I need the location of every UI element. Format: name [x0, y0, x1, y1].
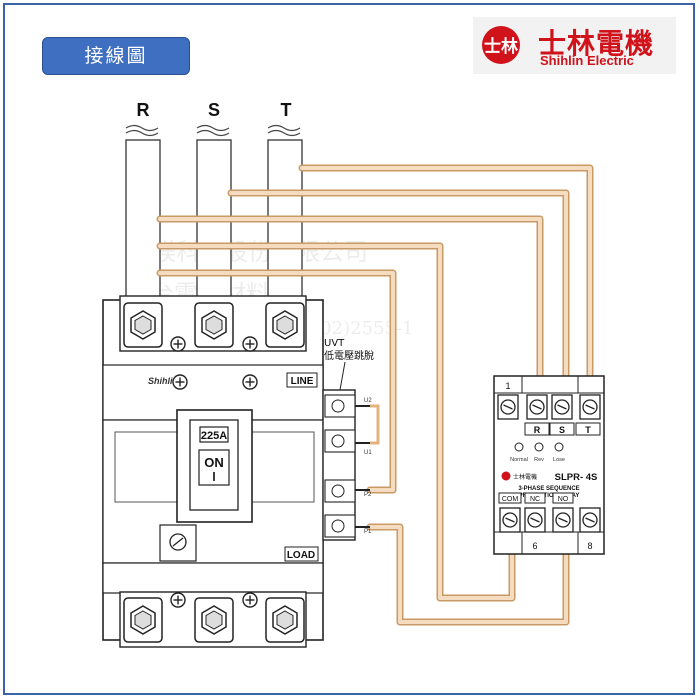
- breaker-brand-label: Shihlin: [148, 376, 178, 386]
- terminal-label-p1: P1: [364, 529, 372, 535]
- cable-r: [125, 139, 161, 301]
- breaker-handle: 225A ON: [176, 409, 253, 523]
- relay-mount-screw-icon: [497, 394, 519, 420]
- brand-name-cn: 士林電機: [538, 27, 655, 60]
- line-terminal-t: [265, 302, 305, 348]
- lose-led-icon: [554, 442, 564, 452]
- relay-terminal-s: [551, 394, 573, 420]
- relay-model: SLPR- 4S: [555, 472, 598, 483]
- line-terminal-r: [123, 302, 163, 348]
- indicator-normal: Normal: [510, 457, 528, 463]
- relay-terminal-t: [579, 394, 601, 420]
- relay-top-label-t: T: [585, 425, 591, 435]
- brand-logo-mark-text: 士林: [484, 36, 518, 57]
- relay-label-no: NO: [558, 496, 569, 503]
- cable-break-marks: [125, 124, 301, 137]
- cover-screw-icon: [242, 374, 258, 390]
- terminal-screw-icon: [170, 592, 186, 608]
- terminal-screw-icon: [242, 592, 258, 608]
- relay-terminal-com: [499, 507, 521, 533]
- normal-led-icon: [514, 442, 524, 452]
- relay-top-label-s: S: [559, 425, 565, 435]
- relay-terminal-number-8: 8: [587, 541, 592, 551]
- terminal-screw-icon: [242, 336, 258, 352]
- load-terminal-s: [194, 597, 234, 643]
- relay-top-label-r: R: [534, 425, 541, 435]
- brand-logo: 士林: [473, 17, 676, 74]
- relay-brand: 士林電機: [513, 473, 537, 481]
- relay-label-nc: NC: [530, 496, 540, 503]
- load-terminal-r: [123, 597, 163, 643]
- uvt-terminal-block: [322, 389, 370, 541]
- cover-screw-icon: [172, 374, 188, 390]
- control-wires: [156, 164, 594, 626]
- relay-terminal-nc: [524, 507, 546, 533]
- brand-name-en: Shihlin Electric: [540, 53, 634, 68]
- terminal-screw-icon: [170, 336, 186, 352]
- relay-terminal-no: [552, 507, 574, 533]
- relay-desc-line1: 3-PHASE SEQUENCE: [518, 486, 579, 492]
- uvt-description: 低電壓跳脫: [324, 349, 374, 362]
- switch-state: ON: [204, 455, 224, 470]
- relay-terminal-r: [526, 394, 548, 420]
- relay-desc-line2: PROTECTION RELAY: [519, 493, 580, 499]
- relay-terminal-number-6: 6: [532, 541, 537, 551]
- relay-label-com: COM: [502, 496, 519, 503]
- phase-label-r: R: [137, 100, 150, 120]
- relay-mount-screw-icon: [579, 507, 601, 533]
- breaker-rating: 225A: [201, 430, 227, 442]
- indicator-lose: Lose: [553, 457, 565, 463]
- terminal-label-u1: U1: [364, 450, 372, 456]
- indicator-rev: Rev: [534, 457, 544, 463]
- line-label: LINE: [291, 376, 314, 387]
- phase-label-t: T: [281, 100, 292, 120]
- uvt-label: UVT: [324, 338, 345, 349]
- relay-brand-icon: [501, 471, 511, 481]
- page-title: 接線圖: [42, 37, 190, 75]
- outer-frame: [3, 3, 695, 695]
- load-terminal-t: [265, 597, 305, 643]
- line-terminal-s: [194, 302, 234, 348]
- terminal-label-u2: U2: [364, 398, 372, 404]
- uvt-jumper: [370, 404, 380, 445]
- phase-label-s: S: [208, 100, 220, 120]
- brand-logo-mark-icon: 士林: [482, 26, 520, 64]
- rev-led-icon: [534, 442, 544, 452]
- load-label: LOAD: [287, 550, 315, 561]
- relay-terminal-number-1: 1: [505, 381, 510, 391]
- terminal-label-p2: P2: [364, 492, 372, 498]
